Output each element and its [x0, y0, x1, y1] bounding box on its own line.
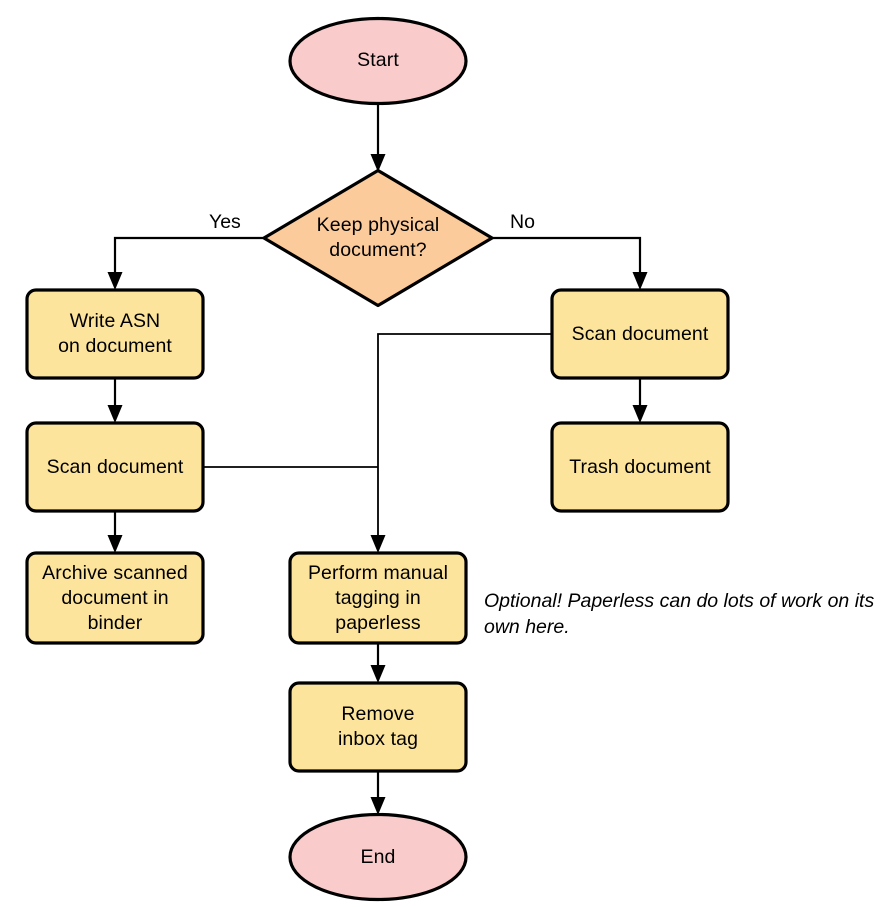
edge-decision-to-write-asn	[107, 236, 264, 290]
edge-tagging-to-remove-inbox	[370, 643, 386, 683]
node-decision-shape[interactable]	[262, 168, 494, 308]
optional-note-annotation: Optional! Paperless can do lots of work …	[484, 590, 875, 638]
node-trash-shape[interactable]	[550, 421, 730, 513]
node-start-shape[interactable]	[288, 16, 468, 106]
node-archive-shape[interactable]	[25, 551, 205, 645]
node-write-asn-shape[interactable]	[25, 288, 205, 380]
edge-decision-to-scan-right	[492, 236, 648, 290]
edge-label-yes: Yes	[209, 211, 241, 233]
node-scan-right-shape[interactable]	[550, 288, 730, 380]
edge-remove-inbox-to-end	[370, 771, 386, 815]
node-end-shape[interactable]	[288, 812, 468, 902]
node-scan-left-shape[interactable]	[25, 421, 205, 513]
edge-scan-right-to-tagging	[370, 333, 552, 553]
node-tagging-shape[interactable]	[288, 551, 468, 645]
edge-label-no: No	[510, 211, 535, 233]
edge-start-to-decision	[370, 104, 386, 172]
node-remove-inbox-shape[interactable]	[288, 681, 468, 773]
edge-scan-right-to-trash	[632, 378, 648, 423]
edge-write-asn-to-scan-left	[107, 378, 123, 423]
edge-scan-left-to-archive	[107, 511, 123, 553]
